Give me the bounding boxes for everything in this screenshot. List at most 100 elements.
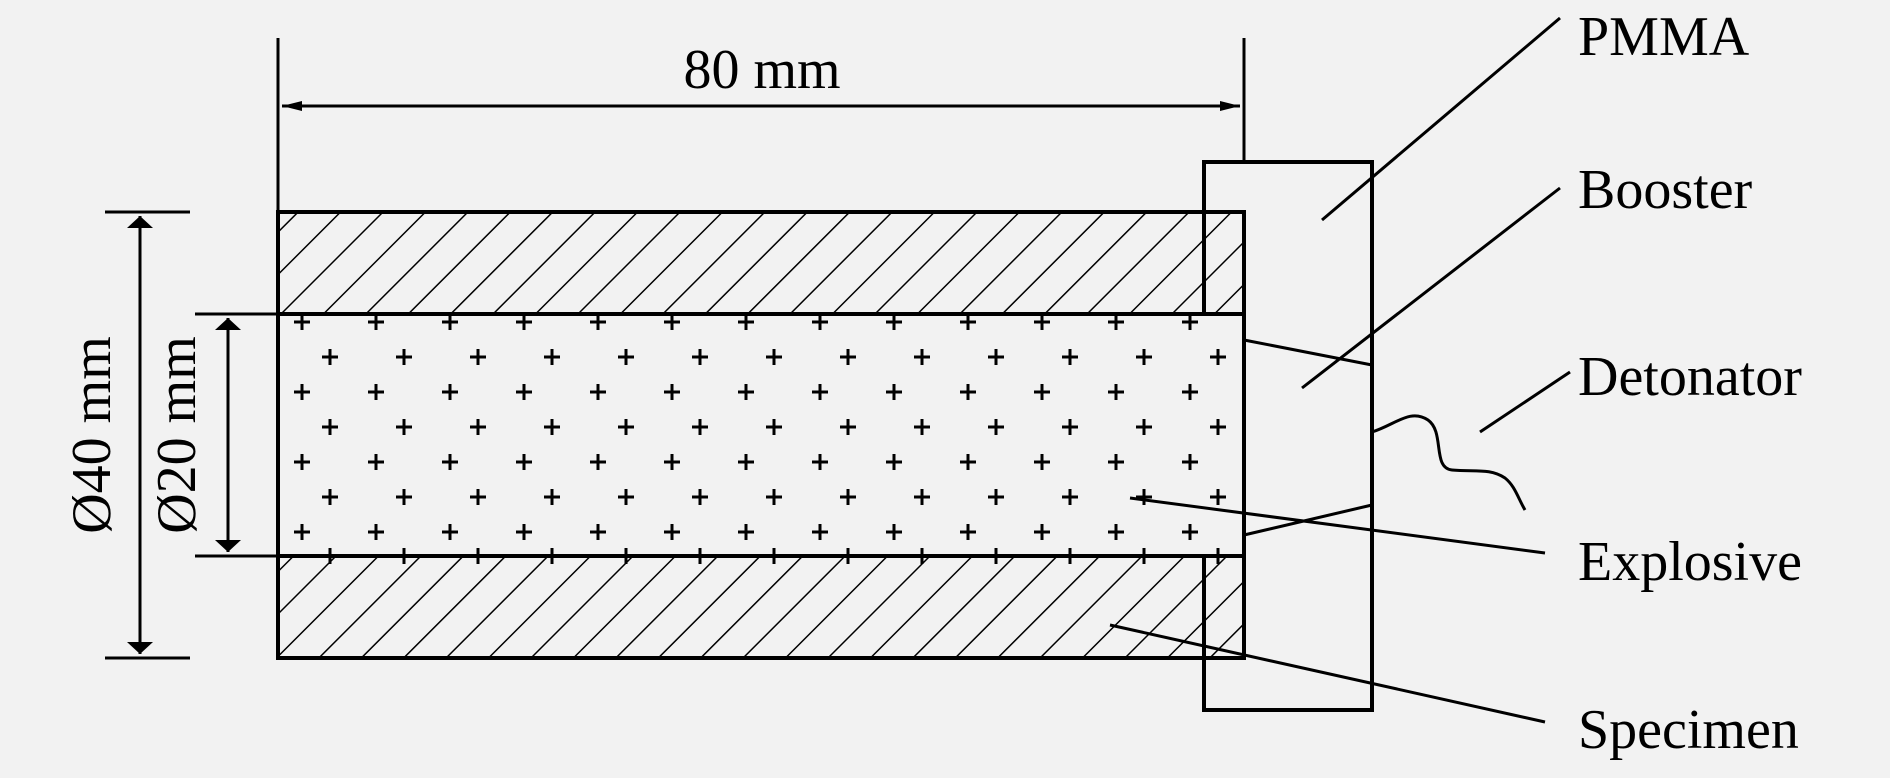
explosive-cross-mark: [516, 454, 532, 470]
explosive-cross-mark: [470, 349, 486, 365]
explosive-cross-mark: [988, 349, 1004, 365]
explosive-cross-mark: [914, 419, 930, 435]
explosive-cross-mark: [692, 548, 708, 564]
pmma-label: PMMA: [1578, 6, 1750, 68]
explosive-cross-mark: [544, 548, 560, 564]
explosive-cross-mark: [738, 454, 754, 470]
explosive-cross-mark: [1136, 419, 1152, 435]
explosive-cross-mark: [442, 524, 458, 540]
explosive-cross-mark: [544, 489, 560, 505]
specimen-label: Specimen: [1578, 699, 1799, 761]
explosive-cross-mark: [590, 384, 606, 400]
explosive-cross-mark: [692, 349, 708, 365]
outer-diameter-label: Ø40 mm: [61, 336, 123, 534]
explosive-cross-mark: [516, 384, 532, 400]
specimen-bottom-wall: [276, 554, 1246, 660]
detonator-leader-line: [1479, 370, 1571, 434]
explosive-cross-mark: [960, 454, 976, 470]
explosive-cross-mark: [368, 524, 384, 540]
explosive-cross-mark: [294, 454, 310, 470]
booster-line-lower: [1243, 503, 1373, 537]
explosive-cross-mark: [812, 384, 828, 400]
explosive-cross-mark: [618, 349, 634, 365]
explosive-cross-mark: [664, 384, 680, 400]
explosive-cross-mark: [664, 454, 680, 470]
explosive-cross-mark: [470, 489, 486, 505]
explosive-cross-mark: [1108, 384, 1124, 400]
explosive-cross-mark: [1210, 419, 1226, 435]
explosive-cross-mark: [470, 419, 486, 435]
explosive-core-outline: [276, 312, 1246, 558]
explosive-cross-mark: [544, 349, 560, 365]
booster-label: Booster: [1578, 159, 1753, 221]
explosive-cross-mark: [1062, 548, 1078, 564]
explosive-cross-mark: [1182, 524, 1198, 540]
explosive-cross-mark: [738, 314, 754, 330]
explosive-cross-mark: [914, 548, 930, 564]
explosive-cross-mark: [1210, 349, 1226, 365]
explosive-cross-mark: [692, 489, 708, 505]
explosive-cross-mark: [368, 454, 384, 470]
explosive-cross-mark: [294, 384, 310, 400]
length-dimension-label: 80 mm: [683, 39, 840, 101]
explosive-cross-mark: [1210, 548, 1226, 564]
explosive-cross-mark: [664, 524, 680, 540]
outer-diameter-dimension: Ø40 mm: [61, 210, 190, 660]
explosive-cross-mark: [1062, 489, 1078, 505]
leader-lines: [1109, 16, 1571, 724]
specimen-top-wall: [276, 210, 1246, 316]
explosive-cross-mark: [886, 454, 902, 470]
explosive-cross-mark: [590, 454, 606, 470]
explosive-cross-mark: [618, 548, 634, 564]
explosive-cross-mark: [766, 548, 782, 564]
length-dimension: 80 mm: [276, 38, 1246, 212]
explosive-cross-mark: [960, 314, 976, 330]
explosive-cross-mark: [294, 314, 310, 330]
explosive-cross-mark: [840, 349, 856, 365]
explosive-cross-mark: [368, 384, 384, 400]
explosive-cross-mark: [294, 524, 310, 540]
explosive-cross-mark: [396, 419, 412, 435]
explosive-cross-mark: [1182, 314, 1198, 330]
explosive-cross-mark: [1034, 314, 1050, 330]
explosive-cross-mark: [322, 419, 338, 435]
explosive-cross-mark: [960, 524, 976, 540]
explosive-cross-mark: [470, 548, 486, 564]
detonator-label: Detonator: [1578, 346, 1802, 408]
explosive-cross-mark: [960, 384, 976, 400]
booster-internals: [1243, 338, 1374, 537]
explosive-cross-mark: [812, 314, 828, 330]
inner-diameter-label: Ø20 mm: [146, 336, 208, 534]
explosive-cross-mark: [988, 489, 1004, 505]
explosive-cross-mark: [1136, 489, 1152, 505]
specimen-leader-line: [1109, 623, 1546, 724]
explosive-cross-mark: [516, 524, 532, 540]
explosive-cross-mark: [544, 419, 560, 435]
explosive-cross-mark: [396, 349, 412, 365]
explosive-cross-mark: [1062, 419, 1078, 435]
explosive-cross-mark: [766, 489, 782, 505]
explosive-cross-mark: [738, 384, 754, 400]
explosive-cross-mark: [988, 419, 1004, 435]
explosive-fill-pattern: [294, 314, 1226, 564]
explosive-cross-mark: [1062, 349, 1078, 365]
explosive-cross-mark: [766, 349, 782, 365]
explosive-cross-mark: [840, 548, 856, 564]
explosive-cross-mark: [914, 349, 930, 365]
explosive-leader-line: [1129, 496, 1546, 555]
explosive-cross-mark: [886, 314, 902, 330]
explosive-cross-mark: [886, 384, 902, 400]
explosive-cross-mark: [590, 524, 606, 540]
inner-diameter-dimension: Ø20 mm: [146, 312, 278, 558]
explosive-cross-mark: [1034, 454, 1050, 470]
explosive-cross-mark: [1136, 349, 1152, 365]
explosive-cross-mark: [766, 419, 782, 435]
explosive-cross-mark: [692, 419, 708, 435]
explosive-cross-mark: [1108, 524, 1124, 540]
explosive-cross-mark: [886, 524, 902, 540]
explosive-cross-mark: [1108, 454, 1124, 470]
explosive-cross-mark: [812, 524, 828, 540]
explosive-label: Explosive: [1578, 531, 1802, 593]
explosive-cross-mark: [322, 489, 338, 505]
